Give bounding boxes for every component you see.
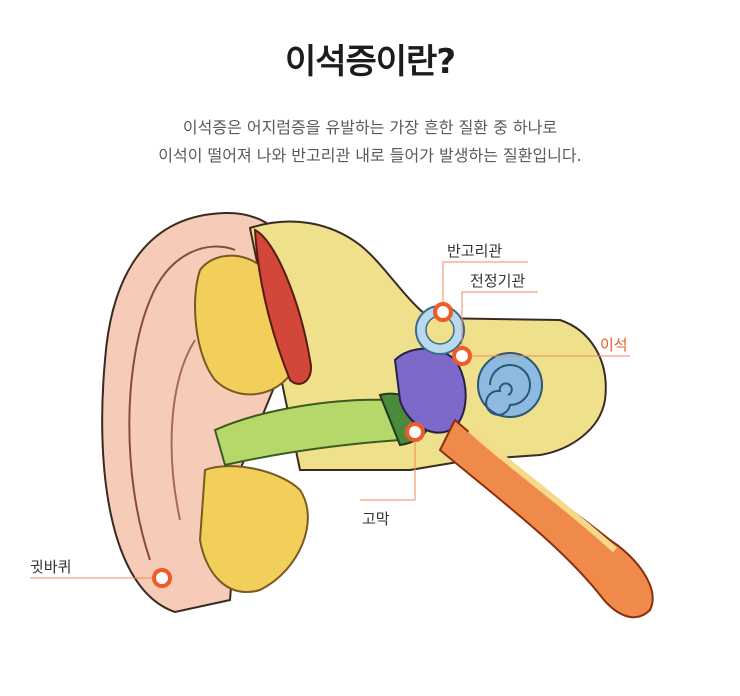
description: 이석증은 어지럼증을 유발하는 가장 흔한 질환 중 하나로 이석이 떨어져 나… [0, 114, 740, 170]
marker-eardrum [405, 422, 425, 442]
marker-semicircular [433, 302, 453, 322]
label-eardrum: 고막 [362, 510, 390, 528]
page-title: 이석증이란? [284, 42, 456, 82]
description-line-2: 이석이 떨어져 나와 반고리관 내로 들어가 발생하는 질환입니다. [158, 146, 582, 165]
markers [152, 302, 472, 588]
label-semicircular: 반고리관 [447, 242, 503, 260]
marker-otolith [452, 346, 472, 366]
label-vestibule: 전정기관 [470, 272, 526, 290]
label-auricle: 귓바퀴 [30, 558, 72, 576]
description-line-1: 이석증은 어지럼증을 유발하는 가장 흔한 질환 중 하나로 [182, 118, 558, 137]
label-otolith: 이석 [600, 336, 628, 354]
marker-auricle [152, 568, 172, 588]
